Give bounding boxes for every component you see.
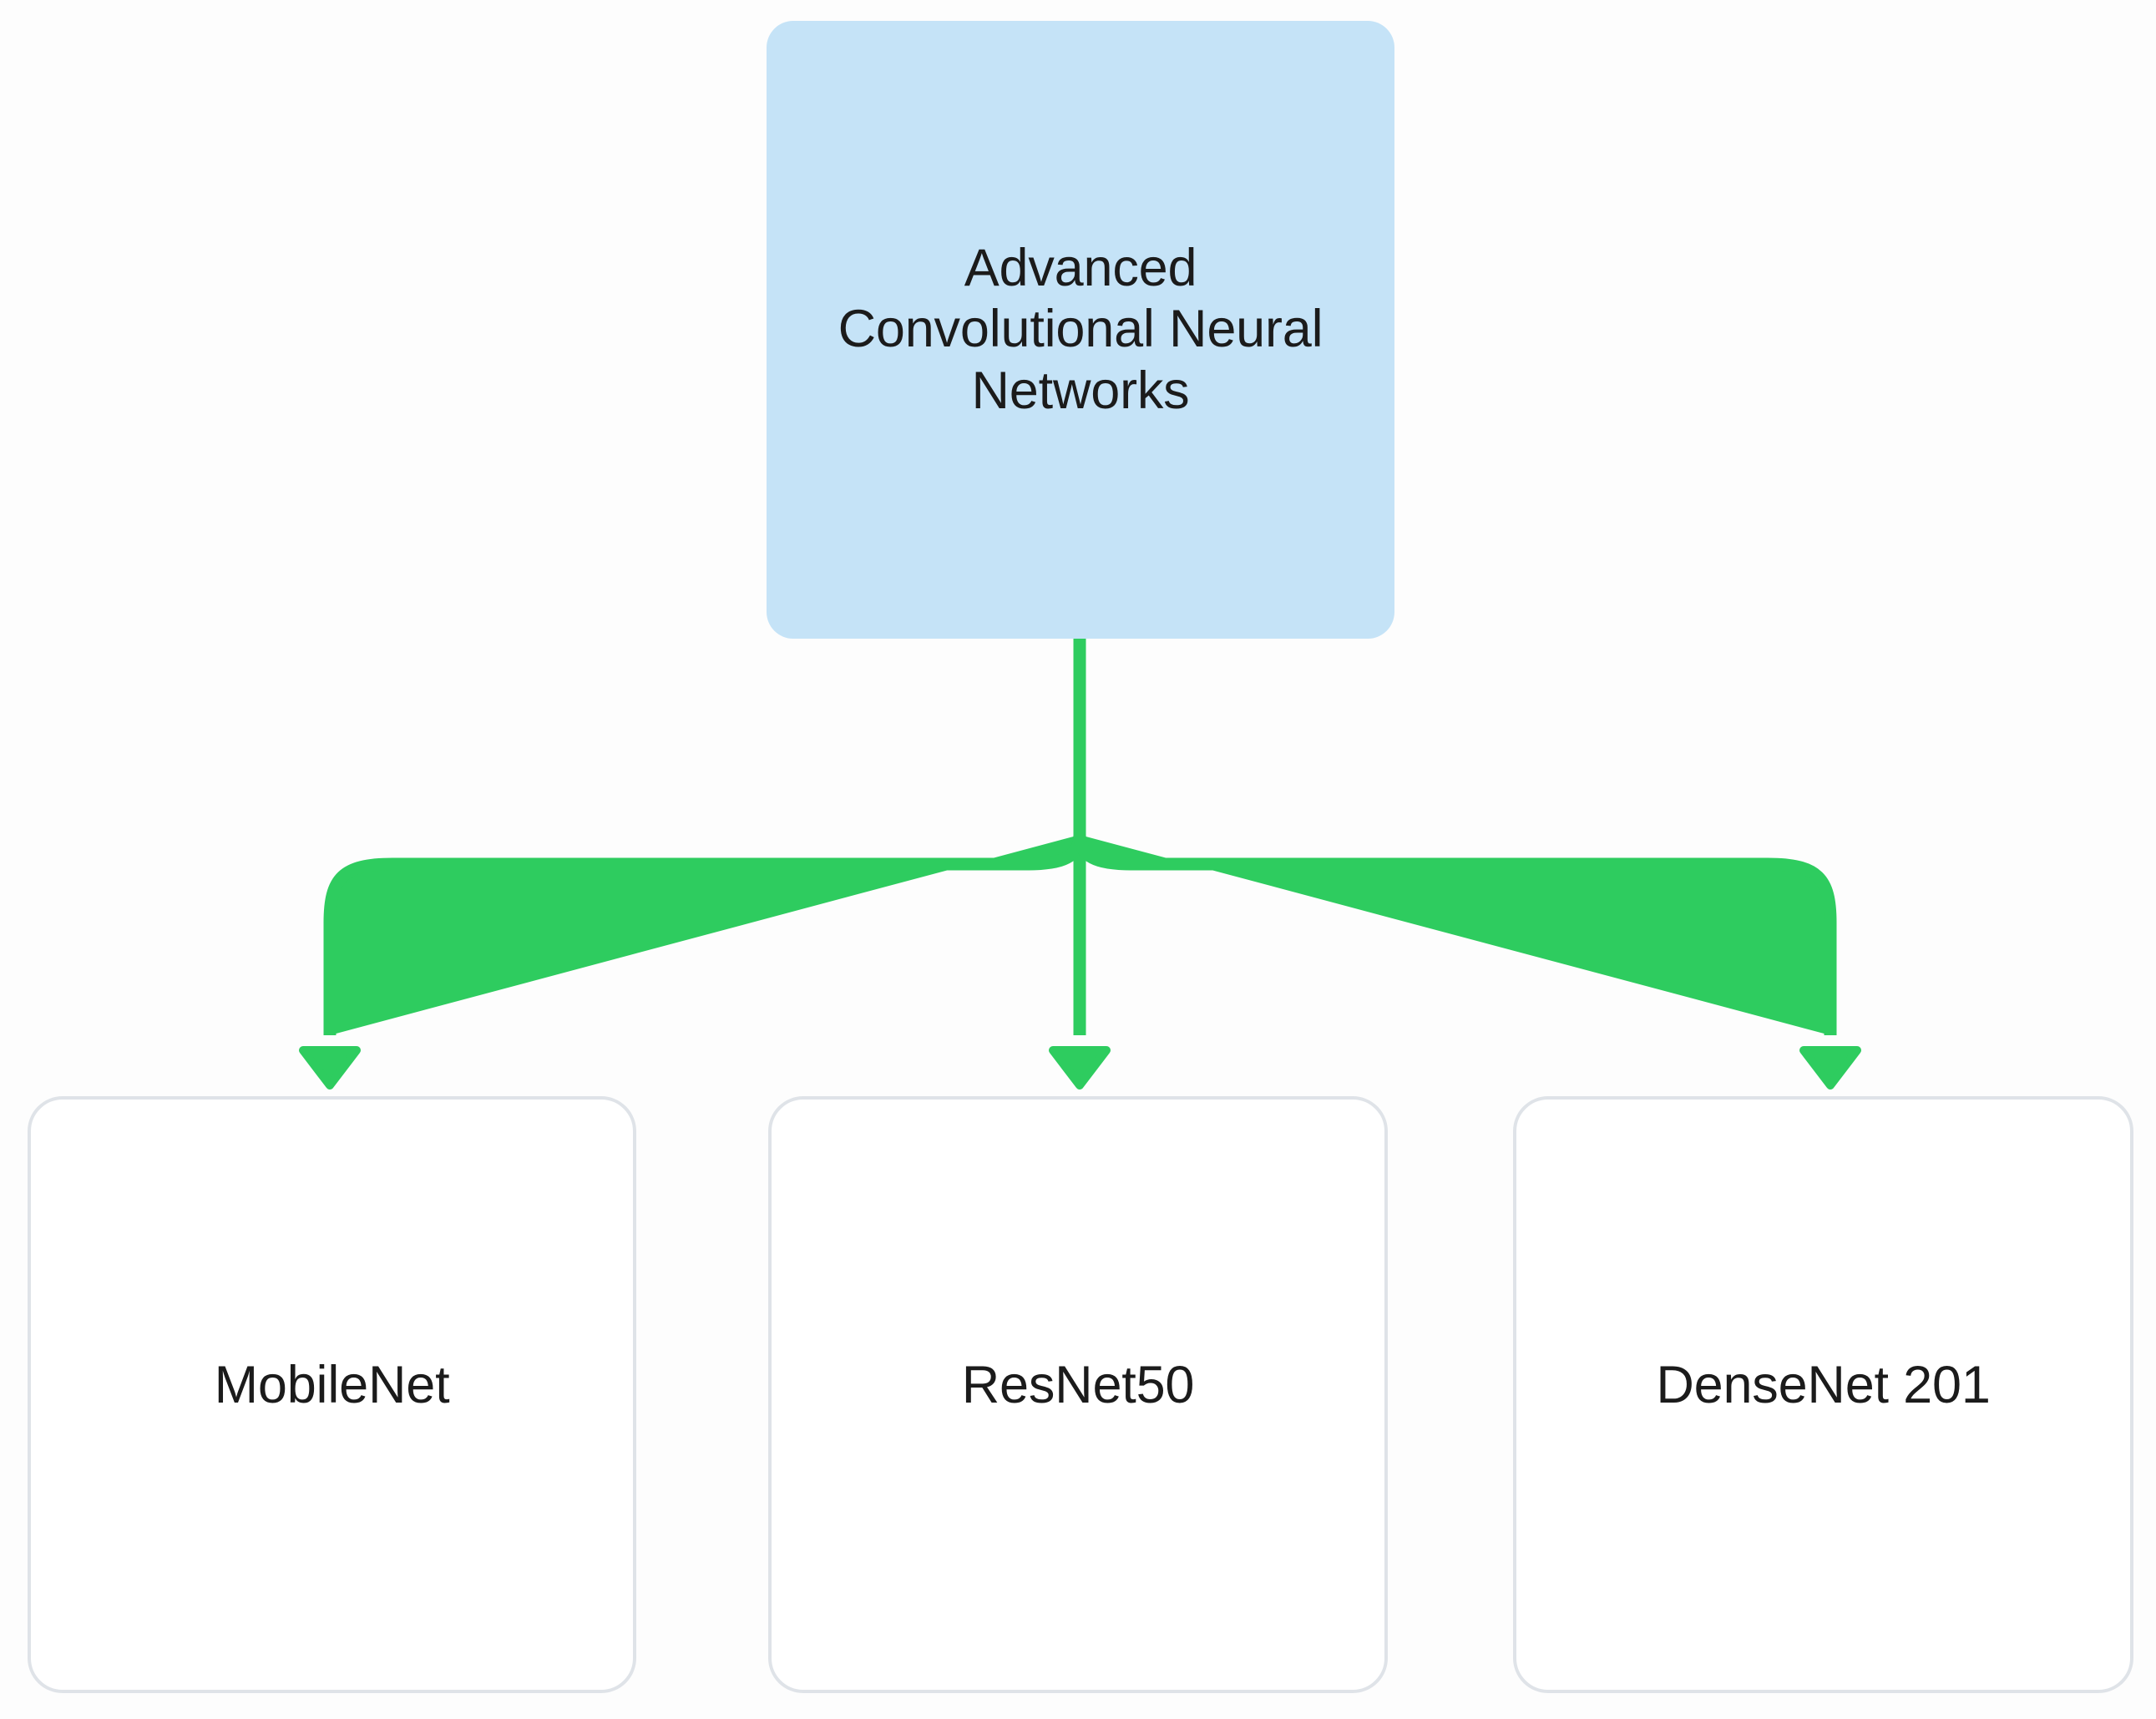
edge-root-mobilenet xyxy=(323,834,1086,1035)
arrowhead-resnet50 xyxy=(1049,1046,1111,1090)
node-densenet201[interactable]: DenseNet 201 xyxy=(1513,1096,2133,1693)
node-resnet50[interactable]: ResNet50 xyxy=(768,1096,1388,1693)
node-advanced-cnn[interactable]: Advanced Convolutional Neural Networks xyxy=(767,21,1394,639)
node-densenet201-label: DenseNet 201 xyxy=(1656,1355,1991,1414)
node-mobilenet[interactable]: MobileNet xyxy=(28,1096,636,1693)
arrowhead-densenet201 xyxy=(1799,1046,1861,1090)
node-resnet50-label: ResNet50 xyxy=(961,1355,1195,1414)
node-advanced-cnn-label: Advanced Convolutional Neural Networks xyxy=(838,239,1323,420)
arrowhead-mobilenet xyxy=(299,1046,361,1090)
node-mobilenet-label: MobileNet xyxy=(214,1355,450,1414)
edge-root-densenet201 xyxy=(1073,834,1837,1035)
